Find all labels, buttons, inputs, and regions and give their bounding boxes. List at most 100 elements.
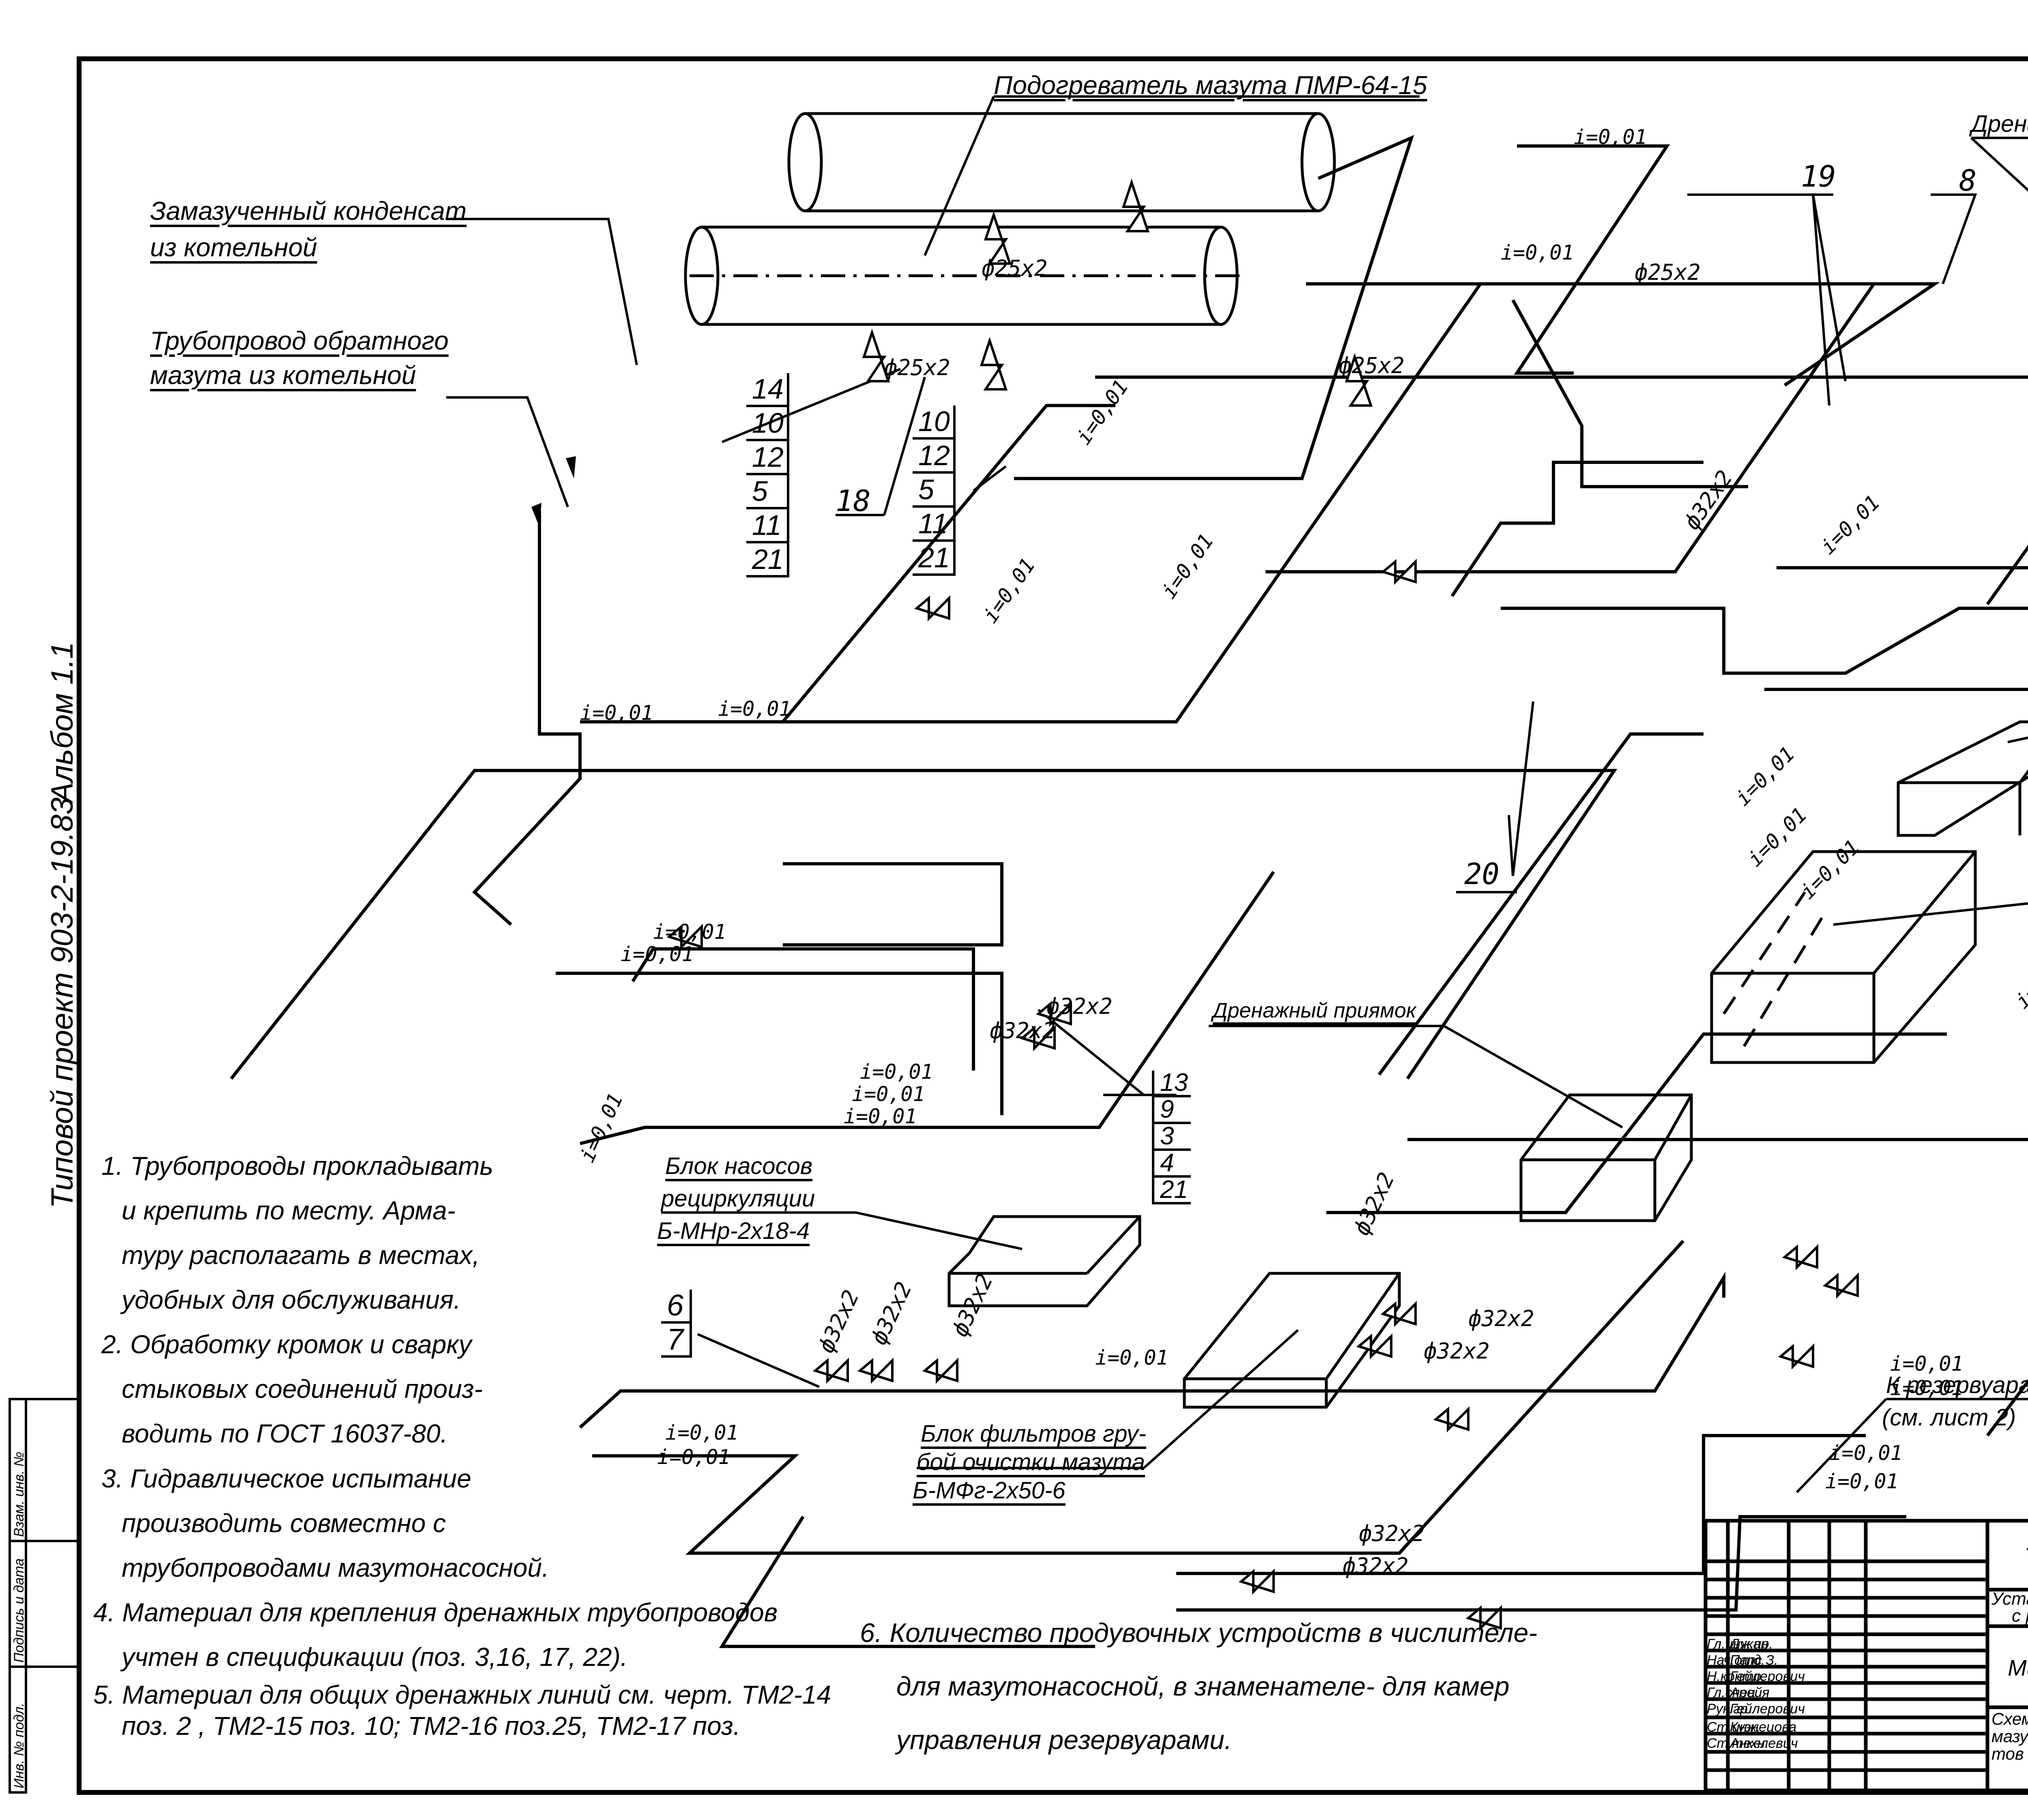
pipe-segment (1176, 1434, 1866, 1575)
recirc-pump-block-label-1: Блок насосов (665, 1153, 813, 1179)
role-label: Гл.спец. (1707, 1685, 1759, 1700)
person-name: Папс З. (1730, 1653, 1778, 1668)
arrow-icon (566, 456, 576, 479)
slope-label: i=0,01 (718, 697, 791, 721)
condensate-from-boiler-label-1: Замазученный конденсат (150, 196, 467, 225)
pipe-size-label: ф32х2 (866, 1278, 917, 1349)
stack-item: 11 (913, 508, 953, 542)
return-fuel-label-1: Трубопровод обратного (150, 326, 449, 355)
pipe-size-label: ф32х2 (990, 1018, 1056, 1043)
pipe-segment (781, 404, 1115, 723)
note-6: 6. Количество продувочных устройств в чи… (860, 1606, 1537, 1766)
note-line: 4. Материал для крепления дренажных труб… (93, 1597, 778, 1627)
arrow-icon (531, 503, 541, 527)
recirc-pump-block-label-2: рециркуляции (661, 1185, 815, 1212)
slope-label: i=0,01 (1743, 803, 1811, 871)
note-line: для мазутонасосной, в знаменателе- для к… (896, 1671, 1510, 1701)
pipe-segment (1377, 732, 1704, 1076)
valve-icon (1782, 1244, 1818, 1271)
slope-label: i=0,01 (1796, 835, 1864, 904)
side-stamp-label: Взам. инв. № (11, 1451, 27, 1537)
position-ref-8: 8 (1959, 163, 1976, 197)
stack-item: 21 (746, 543, 787, 577)
note-line: удобных для обслуживания. (122, 1285, 461, 1315)
slope-label: i=0,01 (1574, 125, 1647, 149)
condensate-from-boiler-label-2: из котельной (150, 233, 317, 262)
slope-label: i=0,01 (1095, 1346, 1169, 1369)
stack-item: 21 (1154, 1177, 1191, 1204)
pipe-size-label: ф32х2 (1424, 1338, 1490, 1364)
stack-item: 10 (913, 406, 953, 440)
pipe-segment (1176, 1515, 1906, 1612)
valve-icon (1380, 558, 1417, 585)
project-code: ТП 903-2-19.83 (2024, 1541, 2028, 1575)
slope-label: i=0,01 (1072, 376, 1133, 449)
pipe-segment (719, 1515, 1095, 1648)
role-label: Гл.инж.пр. (1707, 1636, 1773, 1652)
fraction-6-7: 6 7 (661, 1290, 692, 1358)
slope-label: i=0,01 (852, 1082, 925, 1106)
fraction-denominator: 7 (661, 1324, 690, 1358)
pipe-segment (580, 871, 1275, 1145)
pipe-segment (1014, 135, 1414, 480)
pipe-segment (1326, 1032, 1947, 1214)
person-name: Дукан (1730, 1636, 1768, 1652)
pipe-segment (631, 947, 975, 1071)
slope-label: i=0,01 (621, 942, 694, 966)
position-stack-valves: 13 9 3 4 21 (1152, 1070, 1191, 1204)
note-line: водить по ГОСТ 16037-80. (122, 1419, 448, 1449)
pipe-segment (579, 1271, 1725, 1429)
pipe-segment (1514, 144, 1670, 375)
filter-block-label-1: Блок фильтров гру- (921, 1421, 1146, 1447)
note-line: 5. Материал для общих дренажных линий см… (93, 1680, 831, 1709)
pipe-segment (1265, 283, 1875, 573)
valve-icon (1019, 1025, 1056, 1052)
slope-label: i=0,01 (1829, 1441, 1903, 1465)
pipe-segment (1450, 461, 1704, 597)
project-title-line-1: Установка мазутоснабжения Q=13 и 3,25/13… (1991, 1589, 2028, 1609)
note-line: поз. 2 , ТМ2-15 поз. 10; ТМ2-16 поз.25, … (122, 1711, 741, 1741)
valve-icon (984, 211, 1012, 265)
heater-cylinder (684, 112, 1336, 326)
pipe-size-label: ф32х2 (813, 1286, 864, 1357)
slope-label: i=0,01 (1816, 491, 1884, 559)
fraction-numerator: 6 (661, 1290, 690, 1324)
position-stack-left: 14 10 12 5 11 21 (746, 373, 789, 577)
stack-item: 4 (1154, 1150, 1191, 1178)
valve-icon (1345, 353, 1373, 407)
valve-icon (666, 923, 703, 950)
person-name: Арейя (1730, 1685, 1770, 1700)
stack-item: 12 (746, 441, 787, 475)
valve-icon (1121, 178, 1150, 232)
pipe-size-label: ф32х2 (1046, 994, 1113, 1019)
valve-icon (914, 595, 950, 622)
side-album-label: Альбом 1.1 (45, 642, 79, 803)
pipe-segment (580, 283, 1482, 723)
note-line: 2. Обработку кромок и сварку (101, 1330, 472, 1359)
pipe-segment (472, 511, 582, 926)
stack-item: 3 (1154, 1124, 1191, 1151)
drain-pit-label: Дренажный приямок (1213, 999, 1416, 1022)
recirc-pump-block (947, 1215, 1141, 1307)
side-stamp-label: Подпись и дата (11, 1558, 27, 1663)
position-ref-20: 20 (1464, 857, 1500, 891)
pipe-segment (1095, 376, 2028, 605)
pipe-segment (783, 862, 1003, 946)
pipe-segment (1777, 566, 2028, 569)
valve-symbols (666, 178, 1859, 1631)
filter-block-label-2: бой очистки мазута (917, 1449, 1145, 1475)
drain-to-tank-label: Дренаж в приемную емкость (1971, 111, 2028, 137)
pipe-segment (230, 769, 1618, 1080)
valve-icon (862, 328, 890, 382)
ref-underlines (1456, 193, 1833, 893)
note-line: производить совместно с (122, 1508, 446, 1538)
flow-arrows (531, 456, 576, 527)
stack-item: 5 (746, 475, 787, 509)
role-label: Нач.отд. (1707, 1653, 1765, 1668)
valve-icon (1356, 1333, 1392, 1360)
role-label: Н.контр. (1707, 1669, 1765, 1684)
filter-block (1183, 1272, 1401, 1409)
